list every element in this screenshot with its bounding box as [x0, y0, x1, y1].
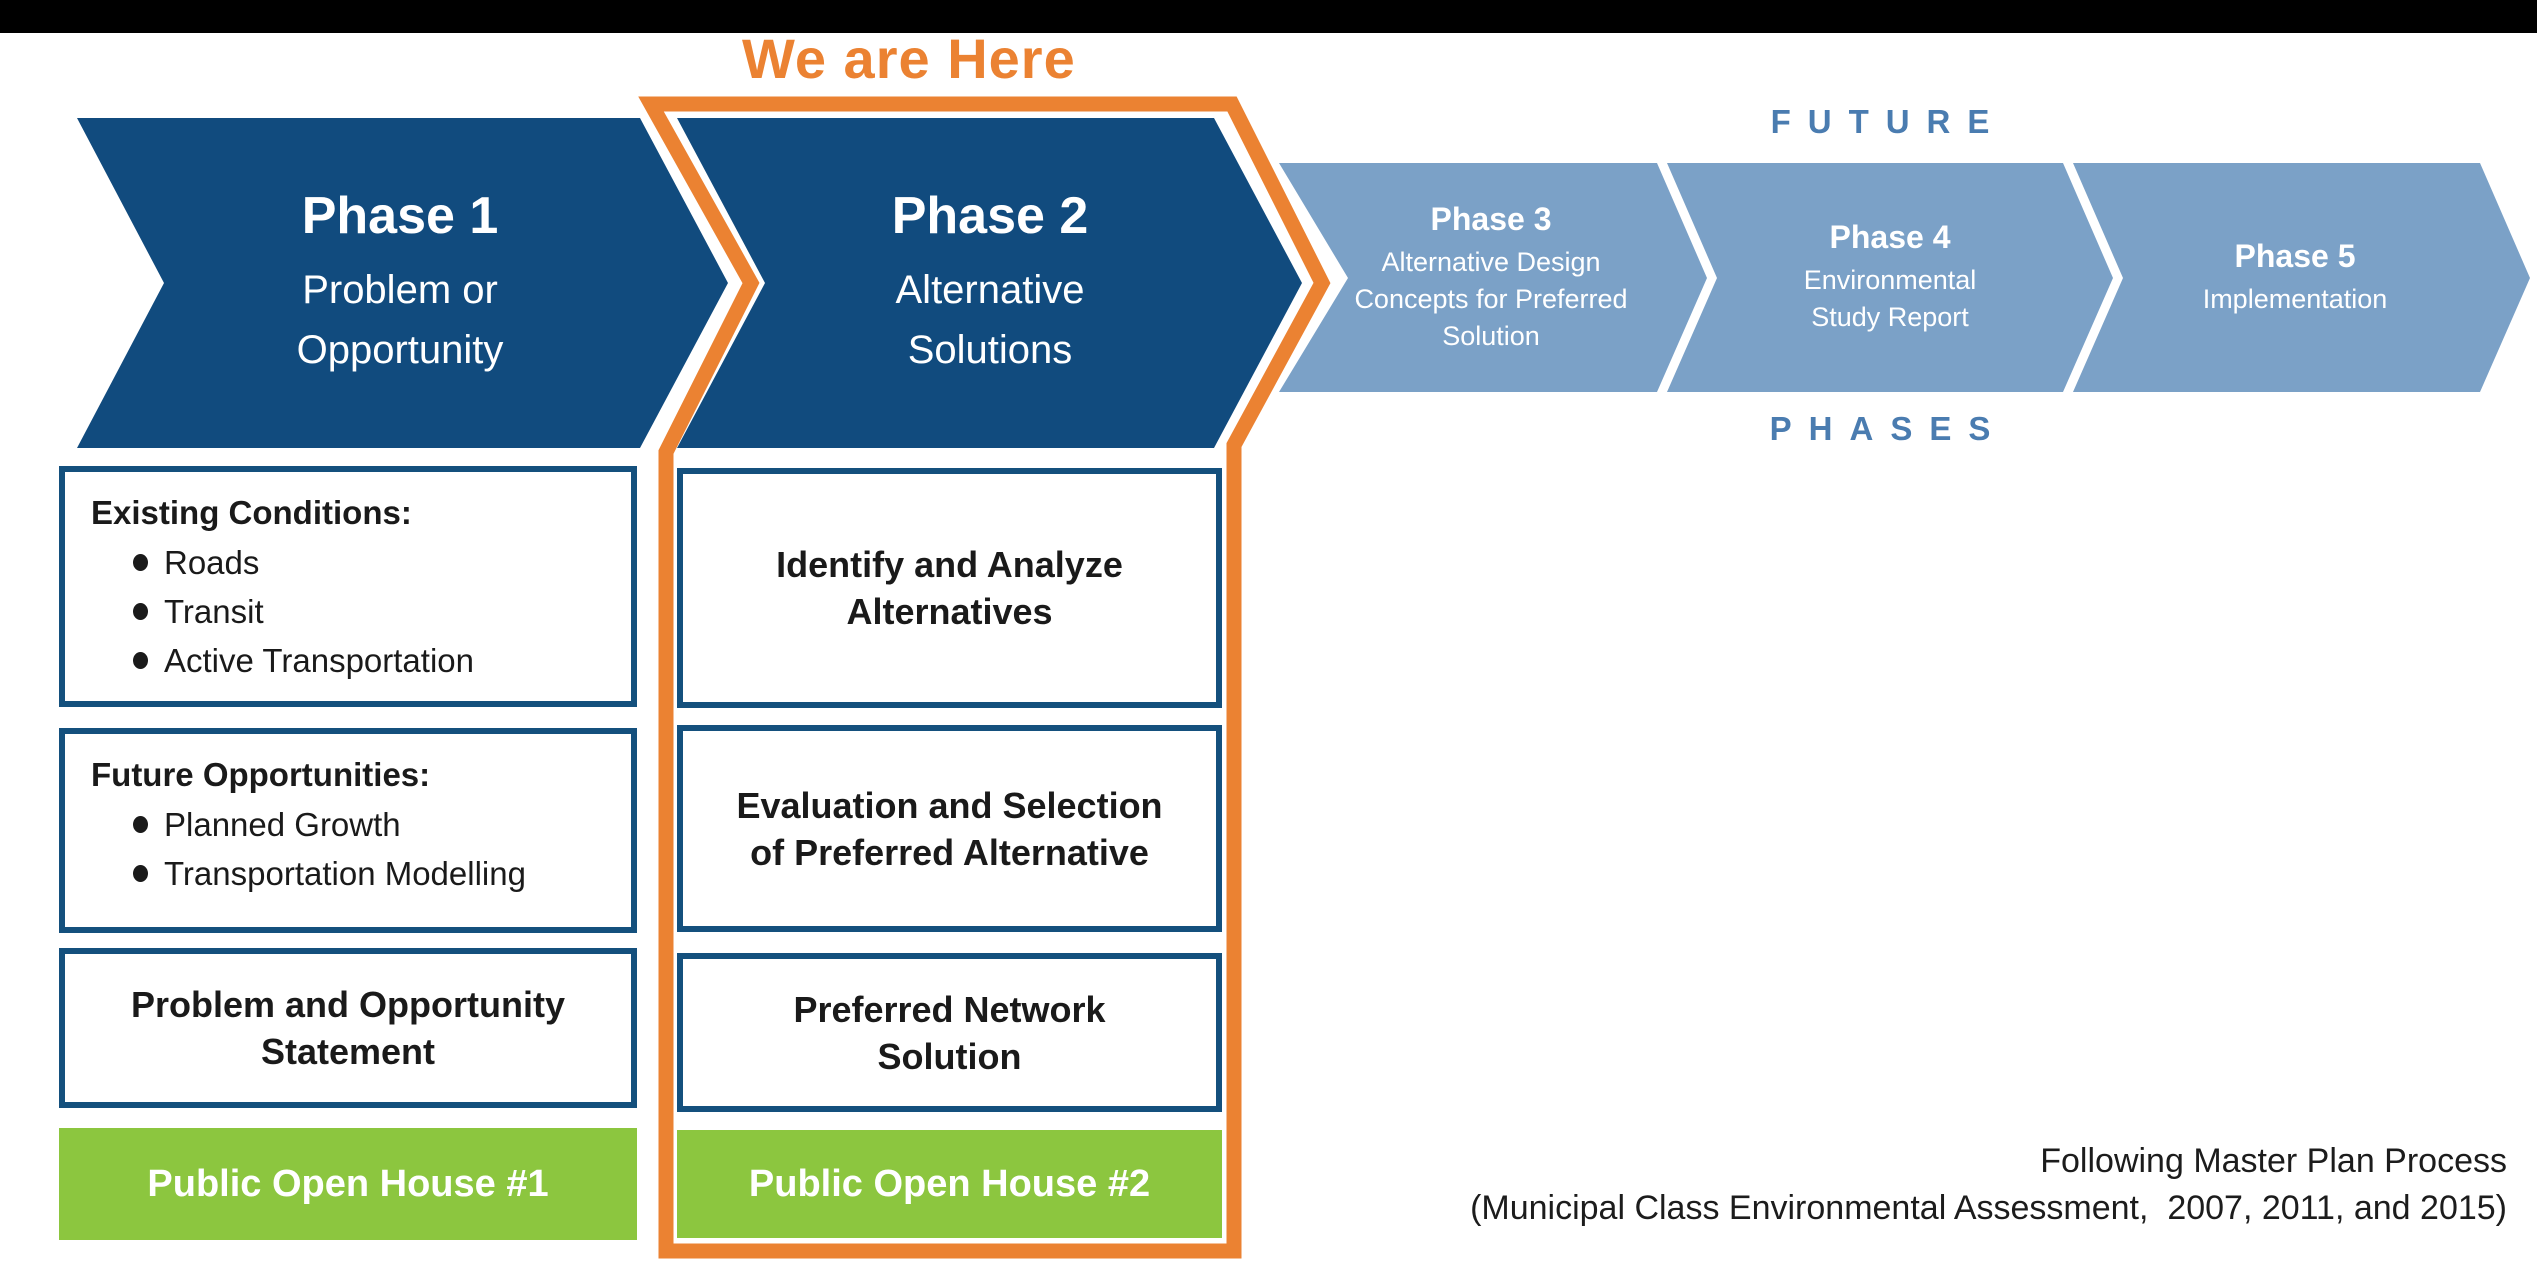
footnote-line: (Municipal Class Environmental Assessmen… — [1470, 1189, 2507, 1227]
future-opportunities-box: Future Opportunities: Planned Growth Tra… — [59, 728, 637, 933]
bullet-item: Transportation Modelling — [91, 849, 621, 898]
box-text-line: Problem and Opportunity — [130, 984, 565, 1025]
bullet-item: Active Transportation — [91, 636, 621, 685]
phase-1-chevron — [77, 118, 728, 448]
box-text-line: Preferred Network — [793, 988, 1106, 1030]
top-black-bar — [0, 0, 2537, 33]
we-are-here-label: We are Here — [742, 27, 1076, 90]
public-open-house-1-banner: Public Open House #1 — [59, 1128, 637, 1240]
bullet-text: Planned Growth — [164, 806, 401, 843]
box-text-line: Statement — [260, 1031, 436, 1072]
box-text-line: Solution — [877, 1035, 1022, 1077]
bullet-text: Active Transportation — [164, 642, 474, 679]
footnote-line: Following Master Plan Process — [2040, 1142, 2507, 1180]
milestone-label: Public Open House #1 — [147, 1162, 549, 1205]
problem-opportunity-statement-box: Problem and Opportunity Statement — [59, 948, 637, 1108]
bullet-dot-icon — [133, 652, 148, 669]
bullet-dot-icon — [133, 816, 148, 833]
milestone-label: Public Open House #2 — [748, 1162, 1151, 1205]
identify-analyze-box: Identify and Analyze Alternatives — [677, 468, 1222, 708]
existing-conditions-box: Existing Conditions: Roads Transit Activ… — [59, 466, 637, 707]
bullet-dot-icon — [133, 603, 148, 620]
future-caption: FUTURE — [1770, 103, 2007, 140]
phase-3-chevron — [1279, 163, 1707, 392]
preferred-network-solution-box: Preferred Network Solution — [677, 953, 1222, 1112]
bullet-item: Roads — [91, 538, 621, 587]
bullet-dot-icon — [133, 865, 148, 882]
bullet-text: Transit — [164, 593, 264, 630]
phase-2-chevron — [677, 118, 1302, 448]
phase-2-highlight-outline — [638, 96, 1331, 1259]
evaluation-selection-box: Evaluation and Selection of Preferred Al… — [677, 725, 1222, 932]
box-text-line: of Preferred Alternative — [750, 831, 1149, 873]
box-text-line: Evaluation and Selection — [736, 784, 1163, 826]
bullet-item: Planned Growth — [91, 800, 621, 849]
bullet-item: Transit — [91, 587, 621, 636]
bullet-text: Transportation Modelling — [164, 855, 526, 892]
box-heading: Future Opportunities: — [91, 756, 431, 793]
bullet-dot-icon — [133, 554, 148, 571]
phase-5-chevron — [2073, 163, 2530, 392]
box-heading: Existing Conditions: — [91, 494, 412, 531]
phases-caption: PHASES — [1769, 410, 2008, 447]
process-footnote: Following Master Plan Process (Municipal… — [1470, 1138, 2507, 1232]
box-text-line: Identify and Analyze — [776, 544, 1123, 585]
box-text-line: Alternatives — [846, 591, 1053, 632]
phase-4-chevron — [1667, 163, 2113, 392]
bullet-text: Roads — [164, 544, 260, 581]
public-open-house-2-banner: Public Open House #2 — [677, 1130, 1222, 1238]
